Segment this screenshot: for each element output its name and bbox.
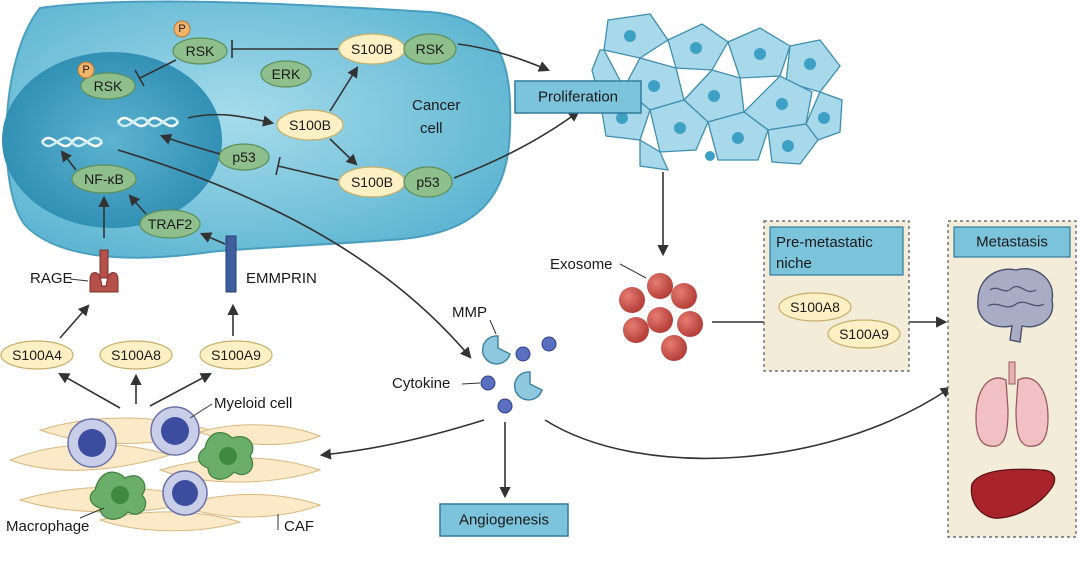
mmp-label: MMP <box>452 304 487 321</box>
macrophage-cell <box>89 471 147 520</box>
dna-icon <box>40 136 104 148</box>
nucleus <box>2 52 222 228</box>
exosome-cluster: Exosome <box>550 256 703 361</box>
rage-receptor: RAGE <box>30 249 119 293</box>
caf-label: CAF <box>284 518 314 535</box>
cancer-cell-label-2: cell <box>420 120 443 137</box>
traf2-pill: TRAF2 <box>148 216 193 232</box>
myeloid-cell <box>67 418 117 468</box>
inhibition-line <box>139 59 177 79</box>
lungs-icon <box>975 361 1049 447</box>
angiogenesis-box: Angiogenesis <box>439 503 569 537</box>
metastasis-panel: Metastasis <box>947 220 1077 538</box>
premetastatic-title-1: Pre-metastatic <box>776 234 873 251</box>
s100b-pill: S100B <box>289 117 331 133</box>
pm-s100a9-pill: S100A9 <box>839 326 889 342</box>
inhibition-line <box>277 165 339 181</box>
s100a9-pill: S100A9 <box>211 347 261 363</box>
metastasis-arrow <box>544 386 952 460</box>
cytokine-icon <box>480 375 496 391</box>
inhibition-bar <box>275 156 281 176</box>
mmp-icon <box>513 371 543 401</box>
erk-pill: ERK <box>272 66 301 82</box>
macrophage-cell <box>198 431 254 480</box>
myeloid-cell <box>162 470 208 516</box>
liver-icon <box>970 468 1056 519</box>
cytokine-icon <box>497 398 513 414</box>
tumor-stroma: Myeloid cell Macrophage CAF <box>6 395 322 535</box>
ligands: S100A4 S100A8 S100A9 <box>0 303 273 409</box>
pm-s100a8-pill: S100A8 <box>790 299 840 315</box>
caf-cell <box>178 494 322 518</box>
emmprin-receptor: EMMPRIN <box>225 235 317 293</box>
s100a4-pill: S100A4 <box>12 347 62 363</box>
proliferation-label: Proliferation <box>538 89 618 106</box>
dna-icon <box>116 116 180 128</box>
p53-pill: p53 <box>232 149 256 165</box>
brain-icon <box>977 268 1054 343</box>
s100b-p53-complex-s100b: S100B <box>351 174 393 190</box>
s100a8-pill: S100A8 <box>111 347 161 363</box>
s100b-p53-complex-p53: p53 <box>416 174 440 190</box>
myeloid-cell-label: Myeloid cell <box>214 395 292 412</box>
myeloid-cell <box>150 406 200 456</box>
cancer-cell: Cancer cell RSK P RSK P ERK S100B RSK S1 <box>2 0 512 259</box>
tumour-nuclei <box>616 30 830 161</box>
cytokine-label: Cytokine <box>392 375 450 392</box>
cytokine-icon <box>541 336 557 352</box>
s100b-rsk-complex-s100b: S100B <box>351 41 393 57</box>
premetastatic-title-2: niche <box>776 255 812 272</box>
premetastatic-niche-panel: Pre-metastatic niche S100A8 S100A9 <box>763 220 910 372</box>
inhibition-bar <box>134 69 145 87</box>
secretion-arrow <box>117 149 472 359</box>
proliferation-arrow <box>453 110 580 179</box>
exosome-label: Exosome <box>550 256 613 273</box>
metastasis-title: Metastasis <box>976 234 1048 251</box>
angiogenesis-label: Angiogenesis <box>459 512 549 529</box>
proliferation-box: Proliferation <box>514 80 642 114</box>
caf-cell <box>98 511 242 532</box>
rsk-outer-pill: RSK <box>186 43 215 59</box>
rsk-inner-pill: RSK <box>94 78 123 94</box>
proliferation-arrow <box>457 43 551 72</box>
emmprin-label: EMMPRIN <box>246 270 317 287</box>
phospho-marker: P <box>178 23 185 35</box>
cancer-cell-label-1: Cancer <box>412 97 460 114</box>
phospho-marker: P <box>82 64 89 76</box>
s100b-rsk-complex-rsk: RSK <box>416 41 445 57</box>
rage-label: RAGE <box>30 270 73 287</box>
nfkb-pill: NF-κB <box>84 171 124 187</box>
mmp-icon <box>481 335 511 365</box>
macrophage-label: Macrophage <box>6 518 89 535</box>
secreted-factors: MMP Cytokine <box>392 304 557 414</box>
cytokine-icon <box>515 346 531 362</box>
stroma-arrow <box>319 419 485 460</box>
